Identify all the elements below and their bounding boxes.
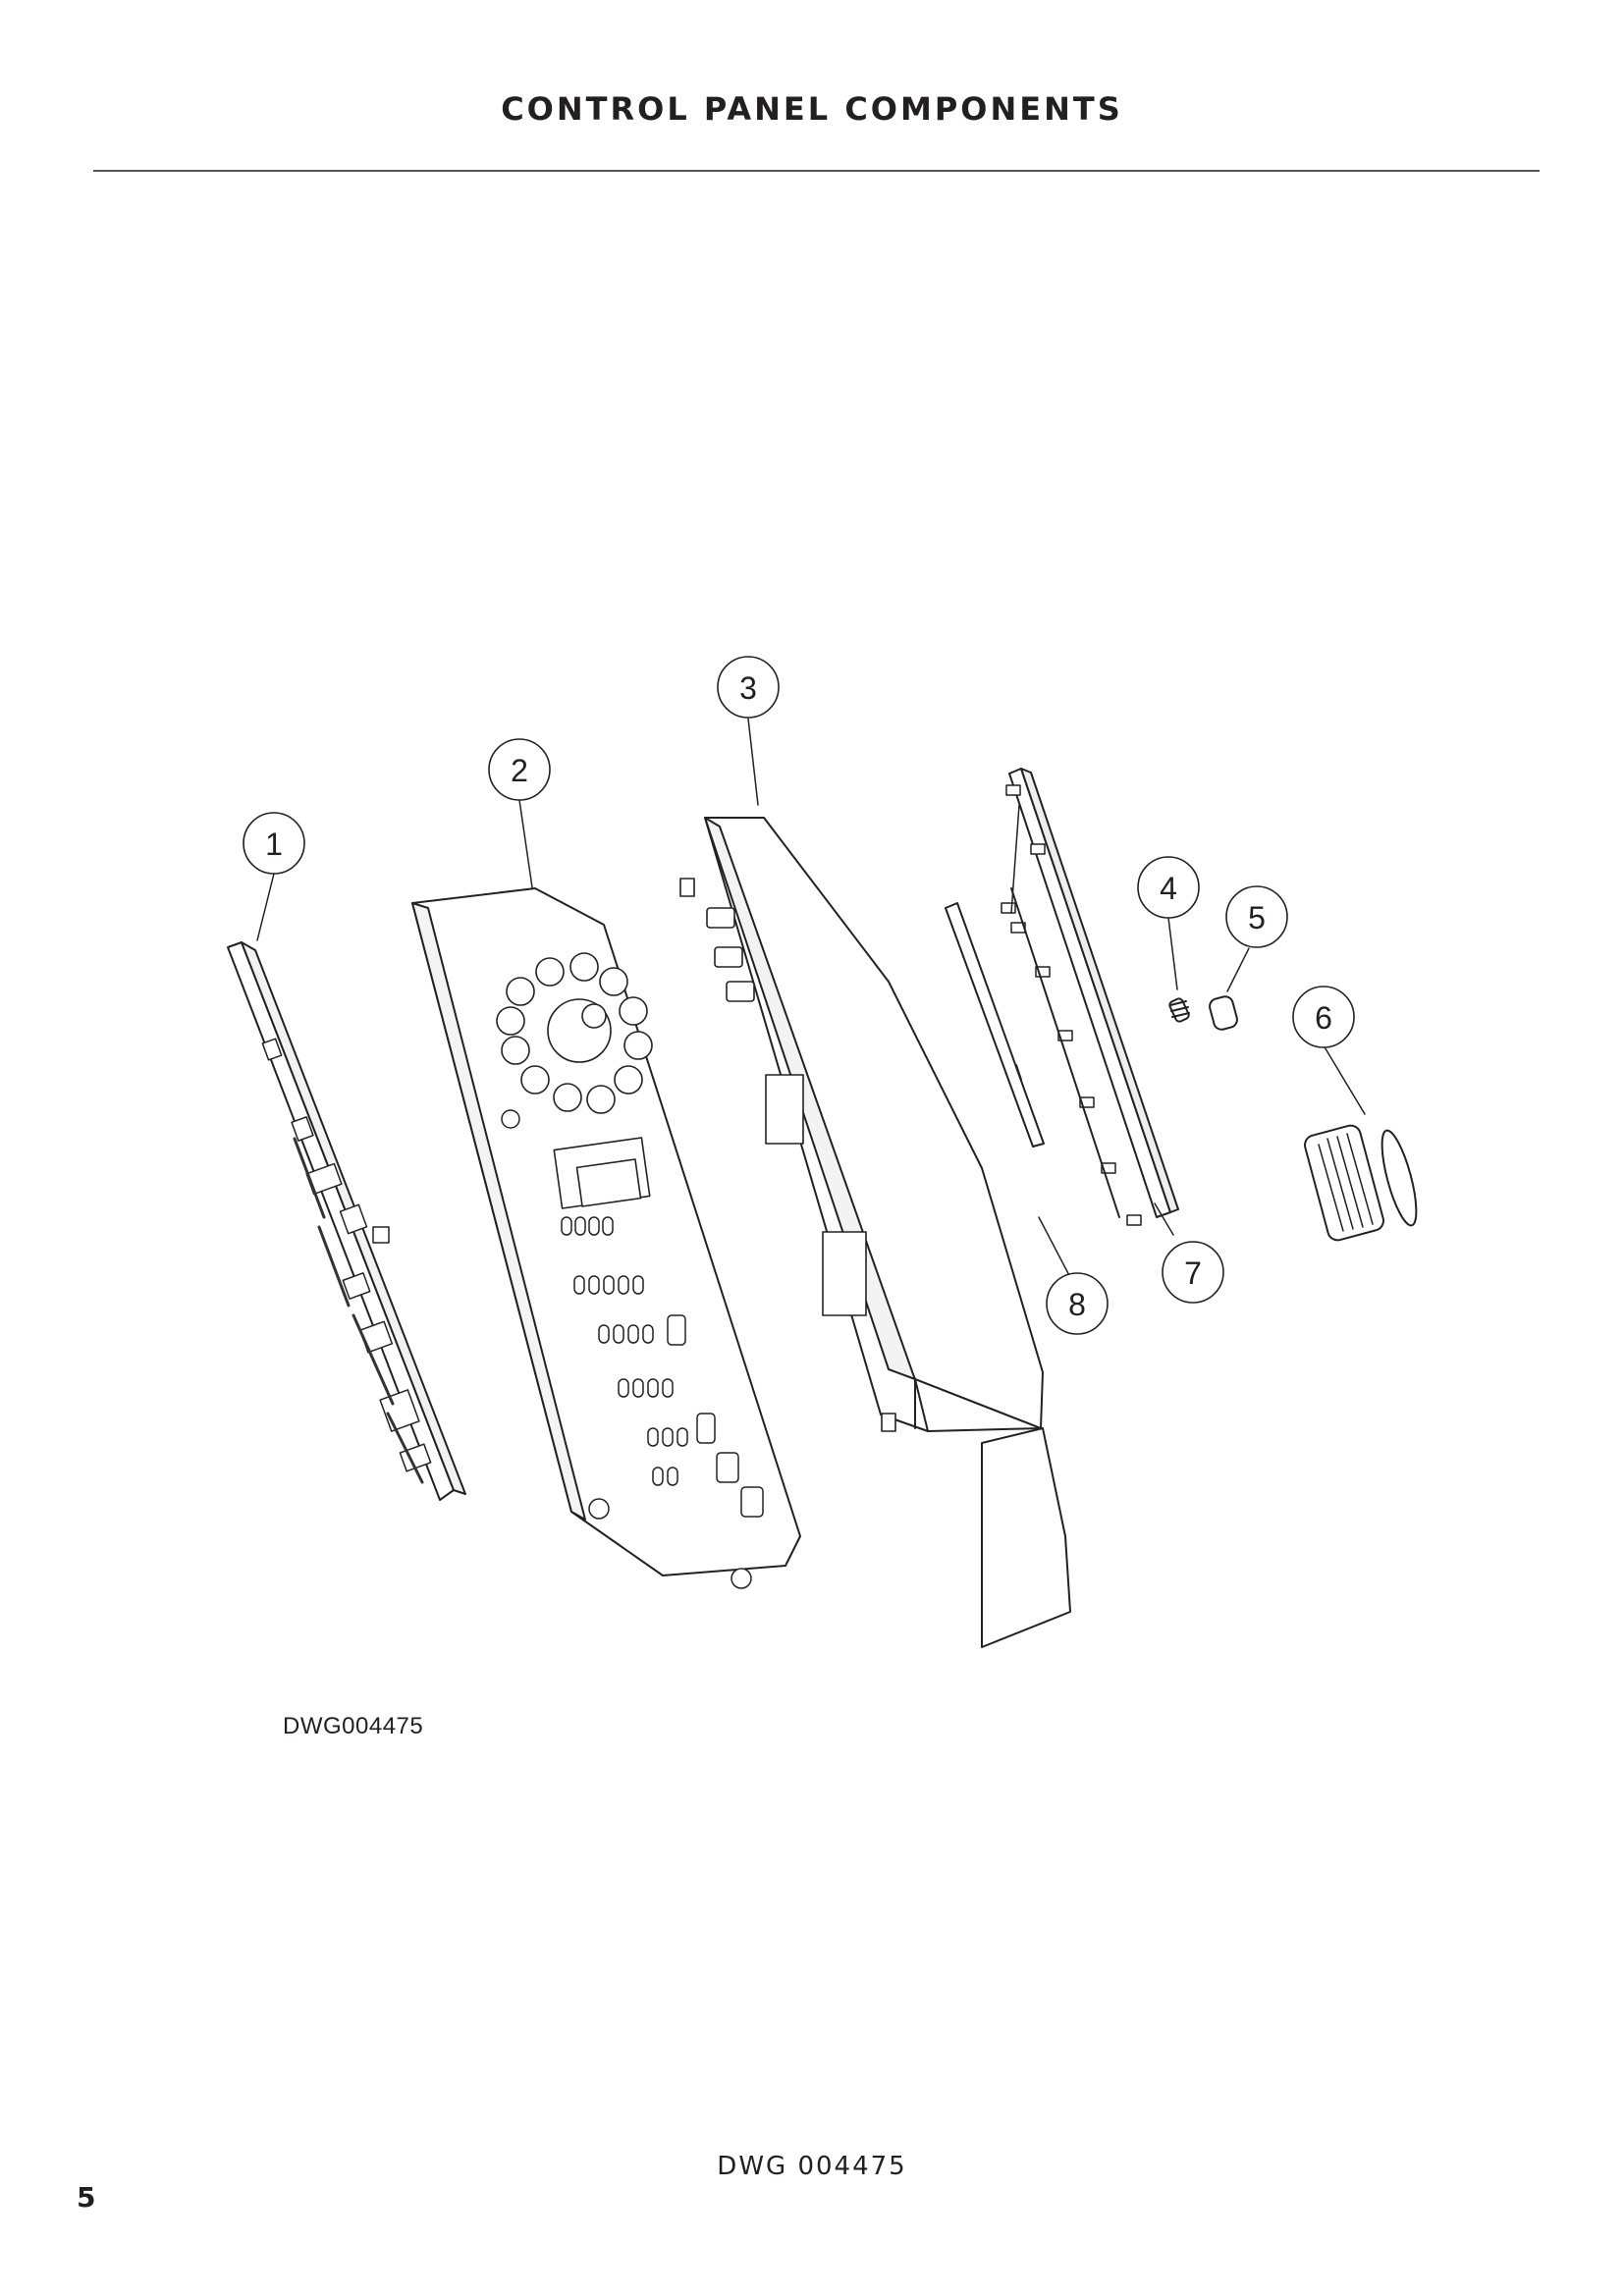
callout-8	[1046, 1272, 1109, 1335]
footer-drawing-reference: DWG 004475	[717, 2152, 907, 2181]
control-panel-fascia-part	[679, 817, 1071, 1648]
callout-label-3: 3	[739, 670, 757, 706]
button-frame-part	[411, 887, 801, 1589]
spring-part	[1168, 997, 1190, 1023]
button-cap-part	[1209, 995, 1238, 1031]
callout-4	[1137, 856, 1200, 919]
display-lens-part	[945, 902, 1045, 1148]
callout-6	[1292, 986, 1355, 1048]
page-title: CONTROL PANEL COMPONENTS	[501, 90, 1123, 128]
callout-label-7: 7	[1184, 1255, 1202, 1291]
pcb-board-part	[227, 941, 466, 1501]
callout-circles	[243, 656, 1355, 1335]
callout-label-8: 8	[1068, 1287, 1086, 1322]
callout-label-4: 4	[1160, 871, 1177, 906]
page-number: 5	[77, 2181, 96, 2214]
title-divider	[93, 170, 1540, 172]
callout-7	[1162, 1241, 1224, 1304]
callout-leaders	[256, 718, 1366, 1282]
callout-label-5: 5	[1248, 900, 1266, 935]
callout-label-6: 6	[1315, 1000, 1332, 1036]
callout-5	[1225, 885, 1288, 948]
callout-label-2: 2	[511, 753, 528, 788]
button-strip-part	[1001, 768, 1179, 1226]
callout-2	[488, 738, 551, 801]
drawing-code-label: DWG004475	[283, 1713, 424, 1739]
callout-3	[717, 656, 780, 719]
callout-1	[243, 812, 305, 875]
knob-part	[1304, 1124, 1418, 1242]
callout-label-1: 1	[265, 827, 283, 862]
